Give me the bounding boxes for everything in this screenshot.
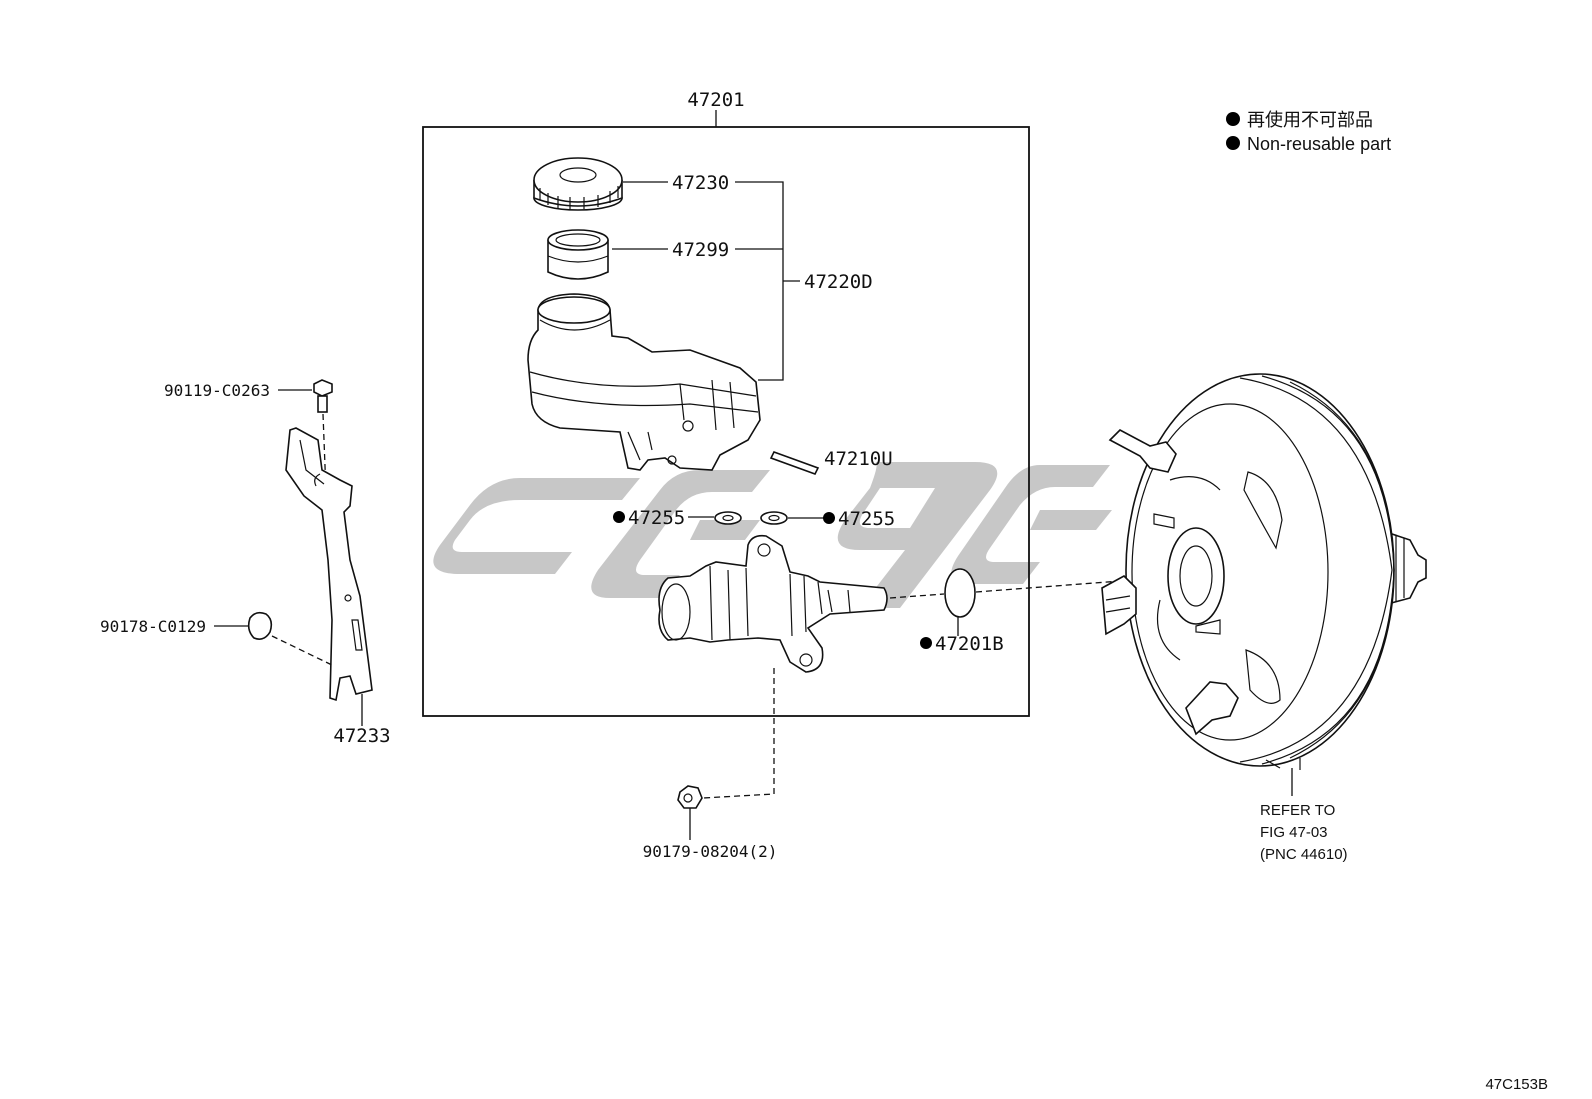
non-reusable-marker-icon (920, 637, 932, 649)
strainer-icon (547, 229, 609, 280)
label-47230: 47230 (672, 172, 729, 194)
label-90178: 90178-C0129 (100, 617, 206, 636)
legend-japanese: 再使用不可部品 (1247, 110, 1373, 130)
label-47210U: 47210U (824, 448, 893, 470)
legend-marker-icon (1226, 136, 1240, 150)
bolt-icon (313, 379, 333, 413)
o-ring-icon (944, 568, 976, 618)
non-reusable-marker-icon (613, 511, 625, 523)
label-47299: 47299 (672, 239, 729, 261)
legend-english: Non-reusable part (1247, 134, 1391, 154)
legend-marker-icon (1226, 112, 1240, 126)
grommet-left-icon (714, 511, 742, 525)
label-47220D: 47220D (804, 271, 873, 293)
refer-line-3: (PNC 44610) (1260, 846, 1348, 863)
reservoir-tank-icon (527, 293, 761, 471)
label-47255-left: 47255 (628, 507, 685, 529)
master-cylinder-icon (658, 534, 888, 673)
label-90119: 90119-C0263 (164, 381, 270, 400)
assembly-group-box (422, 126, 1030, 717)
nut-icon (677, 785, 703, 809)
non-reusable-marker-icon (823, 512, 835, 524)
label-47233: 47233 (333, 725, 390, 747)
legend: 再使用不可部品 Non-reusable part (1226, 110, 1391, 154)
refer-line-2: FIG 47-03 (1260, 824, 1328, 841)
refer-line-1: REFER TO (1260, 802, 1335, 819)
bracket-icon (285, 427, 373, 702)
label-47201B: 47201B (935, 633, 1004, 655)
reservoir-cap-icon (533, 157, 623, 211)
group-label: 47201 (687, 89, 744, 111)
label-47255-right: 47255 (838, 508, 895, 530)
pin-icon (769, 451, 820, 475)
grommet-right-icon (760, 511, 788, 525)
label-90179: 90179-08204(2) (643, 842, 778, 861)
brake-booster-icon (1101, 373, 1427, 770)
nut-icon (247, 611, 273, 640)
figure-id: 47C153B (1485, 1076, 1548, 1093)
